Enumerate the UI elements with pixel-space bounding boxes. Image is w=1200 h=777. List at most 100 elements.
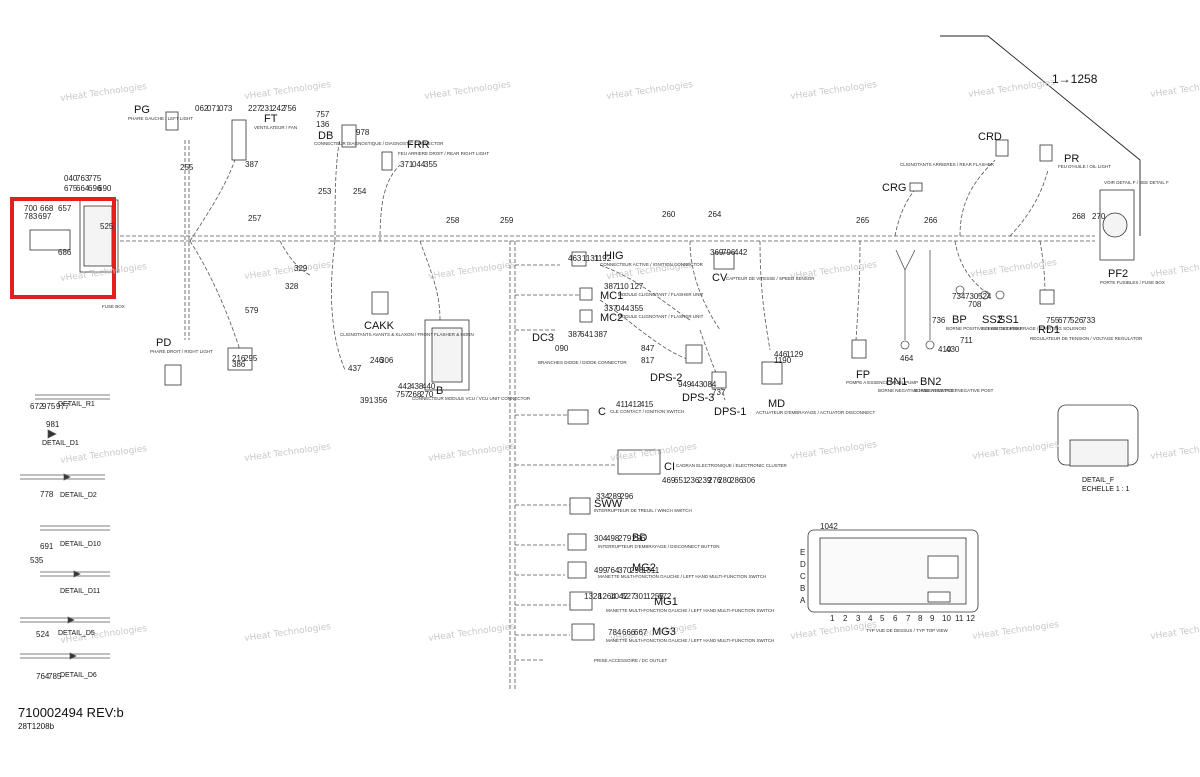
row-label: B [800,584,806,593]
wire-code-label: 242 [272,104,286,113]
connector-pg-desc: PHARE GAUCHE / LEFT LIGHT [128,116,194,121]
connector-bd: BD [632,532,648,544]
wire-code-label: 329 [294,264,308,273]
wire-code-label: 430 [946,345,960,354]
wire-code-label: 370 [618,566,632,575]
connector-bn2-desc: BORNE NEGATIVE / NEGATIVE POST [914,388,994,393]
wire-code-label: 764 [36,672,50,681]
wire-code-label: 257 [248,214,262,223]
wire-code-label: 757 [316,110,330,119]
detail-d5-label: DETAIL_D5 [58,630,95,637]
wire-code-label: 276 [708,476,722,485]
wire-code-label: 763 [76,174,90,183]
wire-code-label: 296 [620,492,634,501]
wire-code-label: 386 [232,360,246,369]
connector-mg2: MG2 [632,562,656,574]
col-label: 6 [893,614,898,623]
col-label: 7 [906,614,911,623]
connector-mg1-desc: MANETTE MULTI-FONCTION GAUCHE / LEFT HAN… [606,608,775,613]
wire-code-label: 304 [594,534,608,543]
wire-code-label: 306 [742,476,756,485]
wire-code-label: 977 [56,402,70,411]
connector-bp-desc: BORNE POSITIVE / POSITIVE POST [946,326,1023,331]
connector-mc1: MC1 [600,290,624,302]
wire-code-label: 044 [616,304,630,313]
connector-sww: SWW [594,498,623,510]
wire-code-label: 062 [195,104,209,113]
wire-code-label: 264 [708,210,722,219]
col-label: 3 [856,614,861,623]
connector-cv-desc: CAPTEUR DE VITESSE / SPEED SENSOR [726,276,815,281]
connector-c: C [598,406,606,418]
wire-code-label: 231 [260,104,274,113]
wire-code-label: 1042 [610,592,628,601]
wire-code-label: 410 [938,345,952,354]
sheet-reference: 1→1258 [1052,72,1098,86]
connector-ss2-desc: RELAIS DE DEMARRAGE / STARTING SOLENOID [982,326,1087,331]
connector-mc2-desc: MODULE CLIGNOTANT / FLASHER UNIT [618,314,704,319]
wire-code-label: 796 [722,248,736,257]
connector-ft: FT [264,113,278,125]
wire-code-label: 415 [640,400,654,409]
connector-hig: HIG [604,250,624,262]
wire-code-label: 1192 [594,254,612,263]
wire-code-label: 1328 [584,592,602,601]
wire-code-label: 227 [248,104,262,113]
wire-code-label: 785 [48,672,62,681]
connector-pr-desc: FEU D'HUILE / OIL LIGHT [1058,164,1111,169]
connector-dps-3: DPS-3 [682,392,715,404]
wire-code-label: 730 [965,292,979,301]
wire-code-label: 259 [500,216,514,225]
wire-code-label: 464 [900,354,914,363]
wire-code-label: 280 [718,476,732,485]
wire-code-label: 499 [594,566,608,575]
detail-d10-label: DETAIL_D10 [60,541,101,548]
wire-code-label: 355 [630,304,644,313]
wire-code-label: 755 [1046,316,1060,325]
wire-code-label: 084 [703,380,717,389]
col-label: 5 [880,614,885,623]
wire-code-label: 535 [30,556,44,565]
wire-code-label: 073 [219,104,233,113]
wire-code-label: 666 [622,628,636,637]
col-label: 4 [868,614,873,623]
wire-code-label: 664 [76,184,90,193]
wire-code-label: 298 [630,566,644,575]
wire-code-label: 672 [658,592,672,601]
wire-code-label: 651 [674,476,688,485]
connector-rd1: RD1 [1038,324,1061,336]
connector-pd-desc: PHARE DROIT / RIGHT LIGHT [150,349,213,354]
connector-ci-desc: CADRAN ELECTRONIQUE / ELECTRONIC CLUSTER [676,463,787,468]
wire-code-label: 579 [245,306,259,315]
connector-pf2: PF2 [1108,268,1129,280]
wire-code-label: 677 [1058,316,1072,325]
wire-code-label: 266 [924,216,938,225]
wire-code-label: 778 [40,490,54,499]
wire-code-label: 110 [616,282,629,291]
detail-f-scale: ECHELLE 1 : 1 [1082,486,1130,493]
connector-crg: CRG [882,182,907,194]
wire-code-label: 667 [634,628,648,637]
connector-crd: CRD [978,131,1002,143]
wire-code-label: 981 [46,420,60,429]
col-label: 11 [955,614,964,623]
connector-cakk: CAKK [364,320,394,332]
connector-ss2: SS2 [982,314,1003,326]
detail-f-label: DETAIL_F [1082,477,1115,484]
fuse-box-label: FUSE BOX [102,304,125,309]
connector-ci: CI [664,461,675,473]
wire-code-label: 690 [98,184,112,193]
wire-code-label: 1190 [774,356,792,365]
col-label: 1 [830,614,835,623]
wire-code-label: 253 [318,187,332,196]
connector-dc3-desc: BRANCHES DIODE / DIODE CONNECTOR [538,360,627,365]
wire-code-label: 270 [1092,212,1106,221]
wire-code-label: 696 [88,184,102,193]
wire-code-label: 526 [1070,316,1084,325]
connector-bn1-desc: BORNE NEGATIVE / NEGATIVE POST [878,388,958,393]
connector-ss1: SS1 [998,314,1019,326]
connector-fp-desc: POMPE A ESSENCE / FUEL PUMP [846,380,919,385]
connector-mg1: MG1 [654,596,678,608]
wire-code-label: 437 [348,364,362,373]
